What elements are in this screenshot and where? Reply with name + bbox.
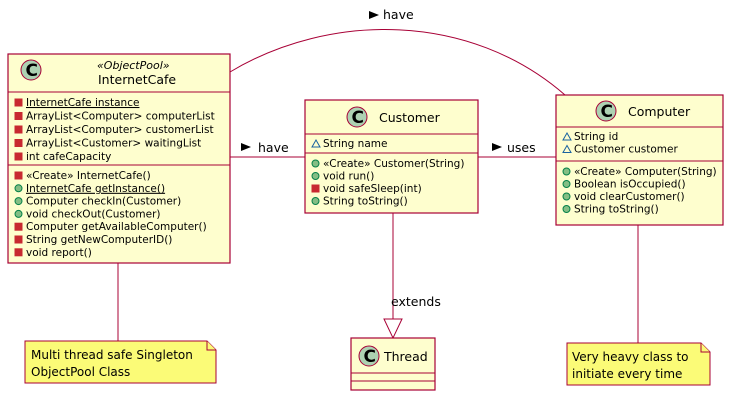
edge-label-cafe-customer: have bbox=[258, 140, 289, 155]
class-icon bbox=[346, 106, 368, 128]
note-heavy-class: Very heavy class to initiate every time bbox=[566, 342, 711, 386]
public-icon bbox=[311, 172, 320, 180]
edge-label-cafe-computer: have bbox=[383, 7, 414, 22]
note-singleton: Multi thread safe Singleton ObjectPool C… bbox=[24, 340, 217, 384]
edge-label-customer-thread: extends bbox=[391, 294, 441, 309]
note-line: initiate every time bbox=[572, 367, 682, 381]
class-methods: «Create» Computer(String)Boolean isOccup… bbox=[562, 166, 717, 216]
class-method: Boolean isOccupied() bbox=[574, 179, 686, 191]
class-method: «Create» Customer(String) bbox=[323, 158, 464, 170]
class-internetcafe[interactable]: C «ObjectPool» InternetCafe InternetCafe… bbox=[7, 53, 231, 264]
class-field: String id bbox=[574, 131, 618, 143]
private-icon bbox=[14, 112, 23, 120]
class-methods: «Create» Customer(String)void run()void … bbox=[311, 158, 464, 208]
class-name: Computer bbox=[628, 104, 691, 119]
note-line: Very heavy class to bbox=[572, 350, 689, 364]
class-icon bbox=[595, 100, 617, 122]
class-field: Customer customer bbox=[574, 144, 678, 156]
class-field: String name bbox=[323, 138, 387, 150]
private-icon bbox=[14, 171, 23, 180]
public-icon bbox=[14, 184, 23, 193]
arrow-head-cafe-customer bbox=[241, 143, 251, 151]
public-icon bbox=[14, 209, 23, 218]
class-name: InternetCafe bbox=[98, 72, 176, 87]
class-stereotype: «ObjectPool» bbox=[97, 59, 170, 72]
arrow-head-customer-computer bbox=[492, 143, 502, 151]
class-method: String getNewComputerID() bbox=[26, 234, 172, 246]
inheritance-arrow-head bbox=[383, 318, 403, 340]
edge-label-customer-computer: uses bbox=[507, 140, 536, 155]
public-icon bbox=[311, 197, 320, 205]
class-method: void safeSleep(int) bbox=[323, 183, 422, 195]
public-icon bbox=[562, 205, 571, 213]
private-icon bbox=[14, 235, 23, 244]
public-icon bbox=[311, 159, 320, 168]
class-icon-letter: C bbox=[26, 61, 38, 81]
private-icon bbox=[311, 184, 320, 193]
public-icon bbox=[562, 192, 571, 201]
class-method: Computer getAvailableComputer() bbox=[26, 221, 207, 233]
class-icon bbox=[20, 59, 42, 81]
class-name: Customer bbox=[379, 110, 441, 125]
class-customer[interactable]: C Customer String name «Create» Customer… bbox=[304, 99, 479, 214]
private-icon bbox=[14, 139, 23, 147]
class-icon-letter: C bbox=[364, 347, 376, 367]
class-fields: InternetCafe instanceArrayList<Computer>… bbox=[14, 97, 215, 163]
class-thread[interactable]: C Thread bbox=[350, 337, 436, 391]
edge-cafe-computer bbox=[229, 29, 566, 96]
public-icon bbox=[14, 197, 23, 206]
class-icon-letter: C bbox=[352, 108, 364, 128]
class-method: InternetCafe getInstance() bbox=[26, 183, 165, 195]
package-icon bbox=[562, 131, 572, 141]
class-method: void checkOut(Customer) bbox=[26, 208, 161, 220]
arrow-head-cafe-computer bbox=[369, 11, 379, 19]
class-fields: String name bbox=[311, 138, 387, 150]
package-icon bbox=[311, 138, 321, 148]
class-methods: «Create» InternetCafe()InternetCafe getI… bbox=[14, 170, 207, 259]
private-icon bbox=[14, 125, 23, 134]
class-field: ArrayList<Customer> waitingList bbox=[26, 138, 201, 150]
private-icon bbox=[14, 98, 23, 107]
class-field: int cafeCapacity bbox=[26, 151, 111, 163]
note-line: ObjectPool Class bbox=[31, 365, 130, 379]
class-method: Computer checkIn(Customer) bbox=[26, 196, 181, 208]
class-icon-letter: C bbox=[601, 102, 613, 122]
class-field: InternetCafe instance bbox=[26, 97, 139, 109]
package-icon bbox=[562, 144, 572, 153]
class-field: ArrayList<Computer> customerList bbox=[26, 124, 214, 136]
public-icon bbox=[562, 167, 571, 176]
class-field: ArrayList<Computer> computerList bbox=[26, 111, 215, 123]
class-method: «Create» Computer(String) bbox=[574, 166, 717, 178]
class-method: void run() bbox=[323, 171, 374, 183]
class-icon bbox=[358, 345, 380, 367]
private-icon bbox=[14, 248, 23, 257]
note-line: Multi thread safe Singleton bbox=[31, 348, 193, 362]
class-method: void clearCustomer() bbox=[574, 191, 685, 203]
class-method: String toString() bbox=[574, 204, 659, 216]
class-method: String toString() bbox=[323, 196, 408, 208]
private-icon bbox=[14, 152, 23, 161]
private-icon bbox=[14, 222, 23, 231]
class-method: «Create» InternetCafe() bbox=[26, 170, 151, 182]
class-name: Thread bbox=[383, 349, 428, 364]
class-method: void report() bbox=[26, 247, 92, 259]
public-icon bbox=[562, 180, 571, 188]
